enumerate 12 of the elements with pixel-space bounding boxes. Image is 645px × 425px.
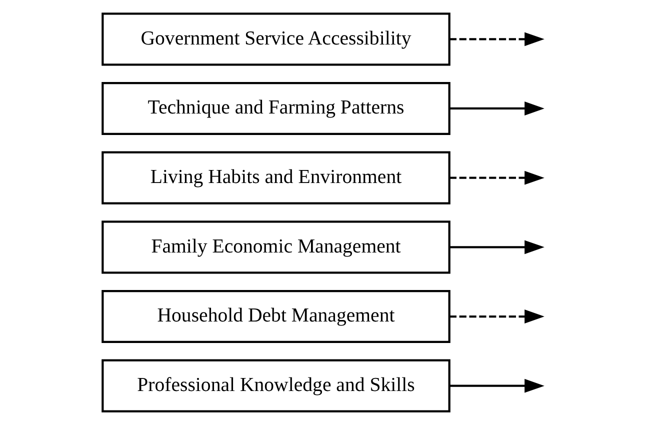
node-box: Technique and Farming Patterns xyxy=(102,82,450,136)
node-box: Living Habits and Environment xyxy=(102,151,450,204)
arrow xyxy=(449,310,544,324)
node-box: Household Debt Management xyxy=(102,290,450,344)
arrow xyxy=(449,102,544,116)
arrow xyxy=(449,378,544,393)
arrow xyxy=(449,170,544,185)
node-box: Government Service Accessibility xyxy=(102,12,450,66)
arrow xyxy=(449,240,544,254)
arrow xyxy=(449,32,544,46)
node-box: Family Economic Management xyxy=(102,220,450,274)
node-box: Professional Knowledge and Skills xyxy=(102,359,450,412)
